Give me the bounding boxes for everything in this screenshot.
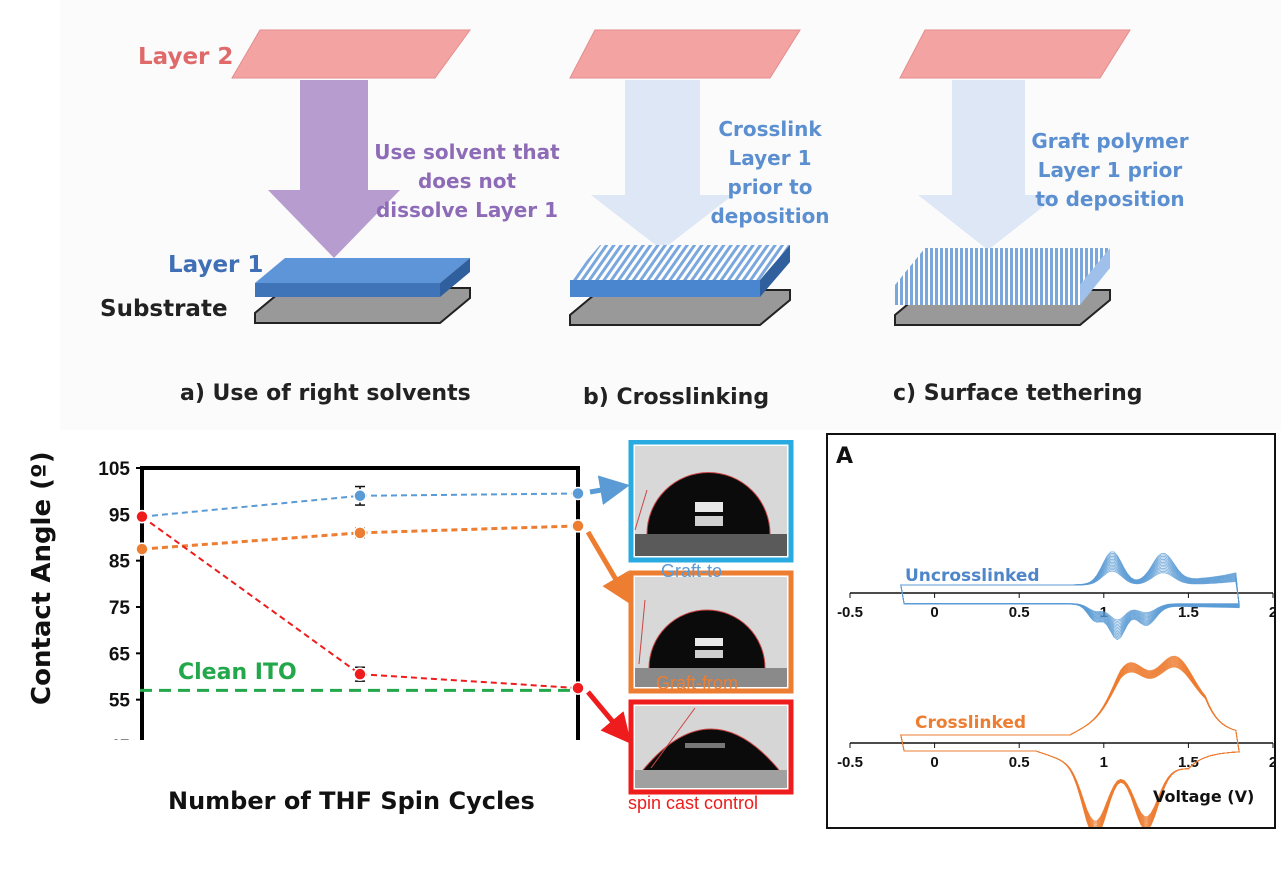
schematic-graphics <box>231 29 1131 326</box>
y-tick-label: 95 <box>109 505 131 526</box>
y-tick-label: 105 <box>98 459 130 480</box>
droplet-images <box>628 440 794 795</box>
cv-bottom-tick-label: 2 <box>1269 754 1274 771</box>
data-point-graft_to <box>353 489 367 503</box>
y-tick-label: 55 <box>109 691 131 712</box>
connector-arrows <box>585 475 632 744</box>
caption-b: b) Crosslinking <box>583 385 770 410</box>
arrow-purple <box>268 80 400 258</box>
cv-top-tick-label: 0 <box>930 604 938 621</box>
cv-top-tick-label: -0.5 <box>837 604 863 621</box>
arrow-light-c <box>918 80 1058 250</box>
cv-bottom-tick-label: 1 <box>1100 754 1108 771</box>
spin-cast-image <box>628 699 794 795</box>
graft-to-label: Graft-to <box>661 561 723 581</box>
note-crosslink: Crosslink Layer 1 prior to deposition <box>710 117 830 228</box>
layer2-slab-b <box>569 29 801 79</box>
cv-bottom-tick-label: 1.5 <box>1178 754 1199 771</box>
x-axis-label: Number of THF Spin Cycles <box>168 787 535 815</box>
data-point-spin_cast <box>135 509 149 524</box>
cv-panel <box>826 433 1276 829</box>
arrow-spin-cast <box>586 690 632 744</box>
series-line-graft_from <box>141 524 579 551</box>
series-label-crosslinked: Crosslinked <box>915 713 1027 733</box>
clean-ito-label: Clean ITO <box>178 660 297 685</box>
graft-to-image <box>628 440 794 563</box>
data-point-graft_from <box>353 526 367 540</box>
cv-x-axis-label: Voltage (V) <box>1153 787 1255 806</box>
graft-from-image <box>628 570 794 694</box>
layer2-slab-a <box>231 29 471 79</box>
data-point-graft_to <box>571 486 585 501</box>
y-tick-label: 45 <box>109 737 131 740</box>
y-tick-label: 85 <box>109 552 131 573</box>
plot-frame <box>140 466 580 740</box>
y-tick-label: 75 <box>109 598 131 619</box>
arrow-graft-from <box>585 530 631 605</box>
cv-bottom-tick-label: 0.5 <box>1009 754 1030 771</box>
graft-from-label: Graft-from <box>656 673 739 693</box>
y-tick-label: 65 <box>109 644 131 665</box>
series-line-spin_cast <box>141 515 579 690</box>
cv-trace-uncrosslinked <box>900 551 1240 641</box>
substrate-slab-b <box>569 289 791 326</box>
arrow-graft-to <box>589 475 630 506</box>
contact-angle-chart: 455565758595105012 <box>98 459 585 740</box>
layer1-slab-b <box>570 245 790 280</box>
substrate-label: Substrate <box>100 296 228 322</box>
note-solvent: Use solvent that does not dissolve Layer… <box>374 140 560 222</box>
caption-c: c) Surface tethering <box>893 381 1143 406</box>
y-axis-label: Contact Angle (º) <box>27 451 57 705</box>
layer1-slab-c <box>895 248 1110 285</box>
data-point-spin_cast <box>353 667 367 681</box>
cv-panel-label: A <box>836 444 854 469</box>
data-point-graft_from <box>571 519 585 533</box>
series-label-uncrosslinked: Uncrosslinked <box>905 566 1040 586</box>
layer1-slab-a <box>255 258 470 283</box>
cv-bottom-tick-label: -0.5 <box>837 754 863 771</box>
data-point-spin_cast <box>571 681 585 695</box>
cv-bottom-tick-label: 0 <box>930 754 938 771</box>
cv-top-tick-label: 0.5 <box>1009 604 1030 621</box>
data-point-graft_from <box>135 542 149 556</box>
arrow-light-b <box>591 80 733 250</box>
spin-cast-label: spin cast control <box>628 793 759 813</box>
cv-top-tick-label: 2 <box>1269 604 1274 621</box>
series-line-graft_to <box>141 492 579 518</box>
cv-top-tick-label: 1.5 <box>1178 604 1199 621</box>
note-graft: Graft polymer Layer 1 prior to depositio… <box>1031 129 1189 211</box>
layer1-label: Layer 1 <box>168 252 264 278</box>
layer2-slab-c <box>899 29 1131 79</box>
cv-trace-crosslinked <box>900 655 1240 827</box>
layer2-label: Layer 2 <box>138 44 234 70</box>
caption-a: a) Use of right solvents <box>180 381 471 406</box>
